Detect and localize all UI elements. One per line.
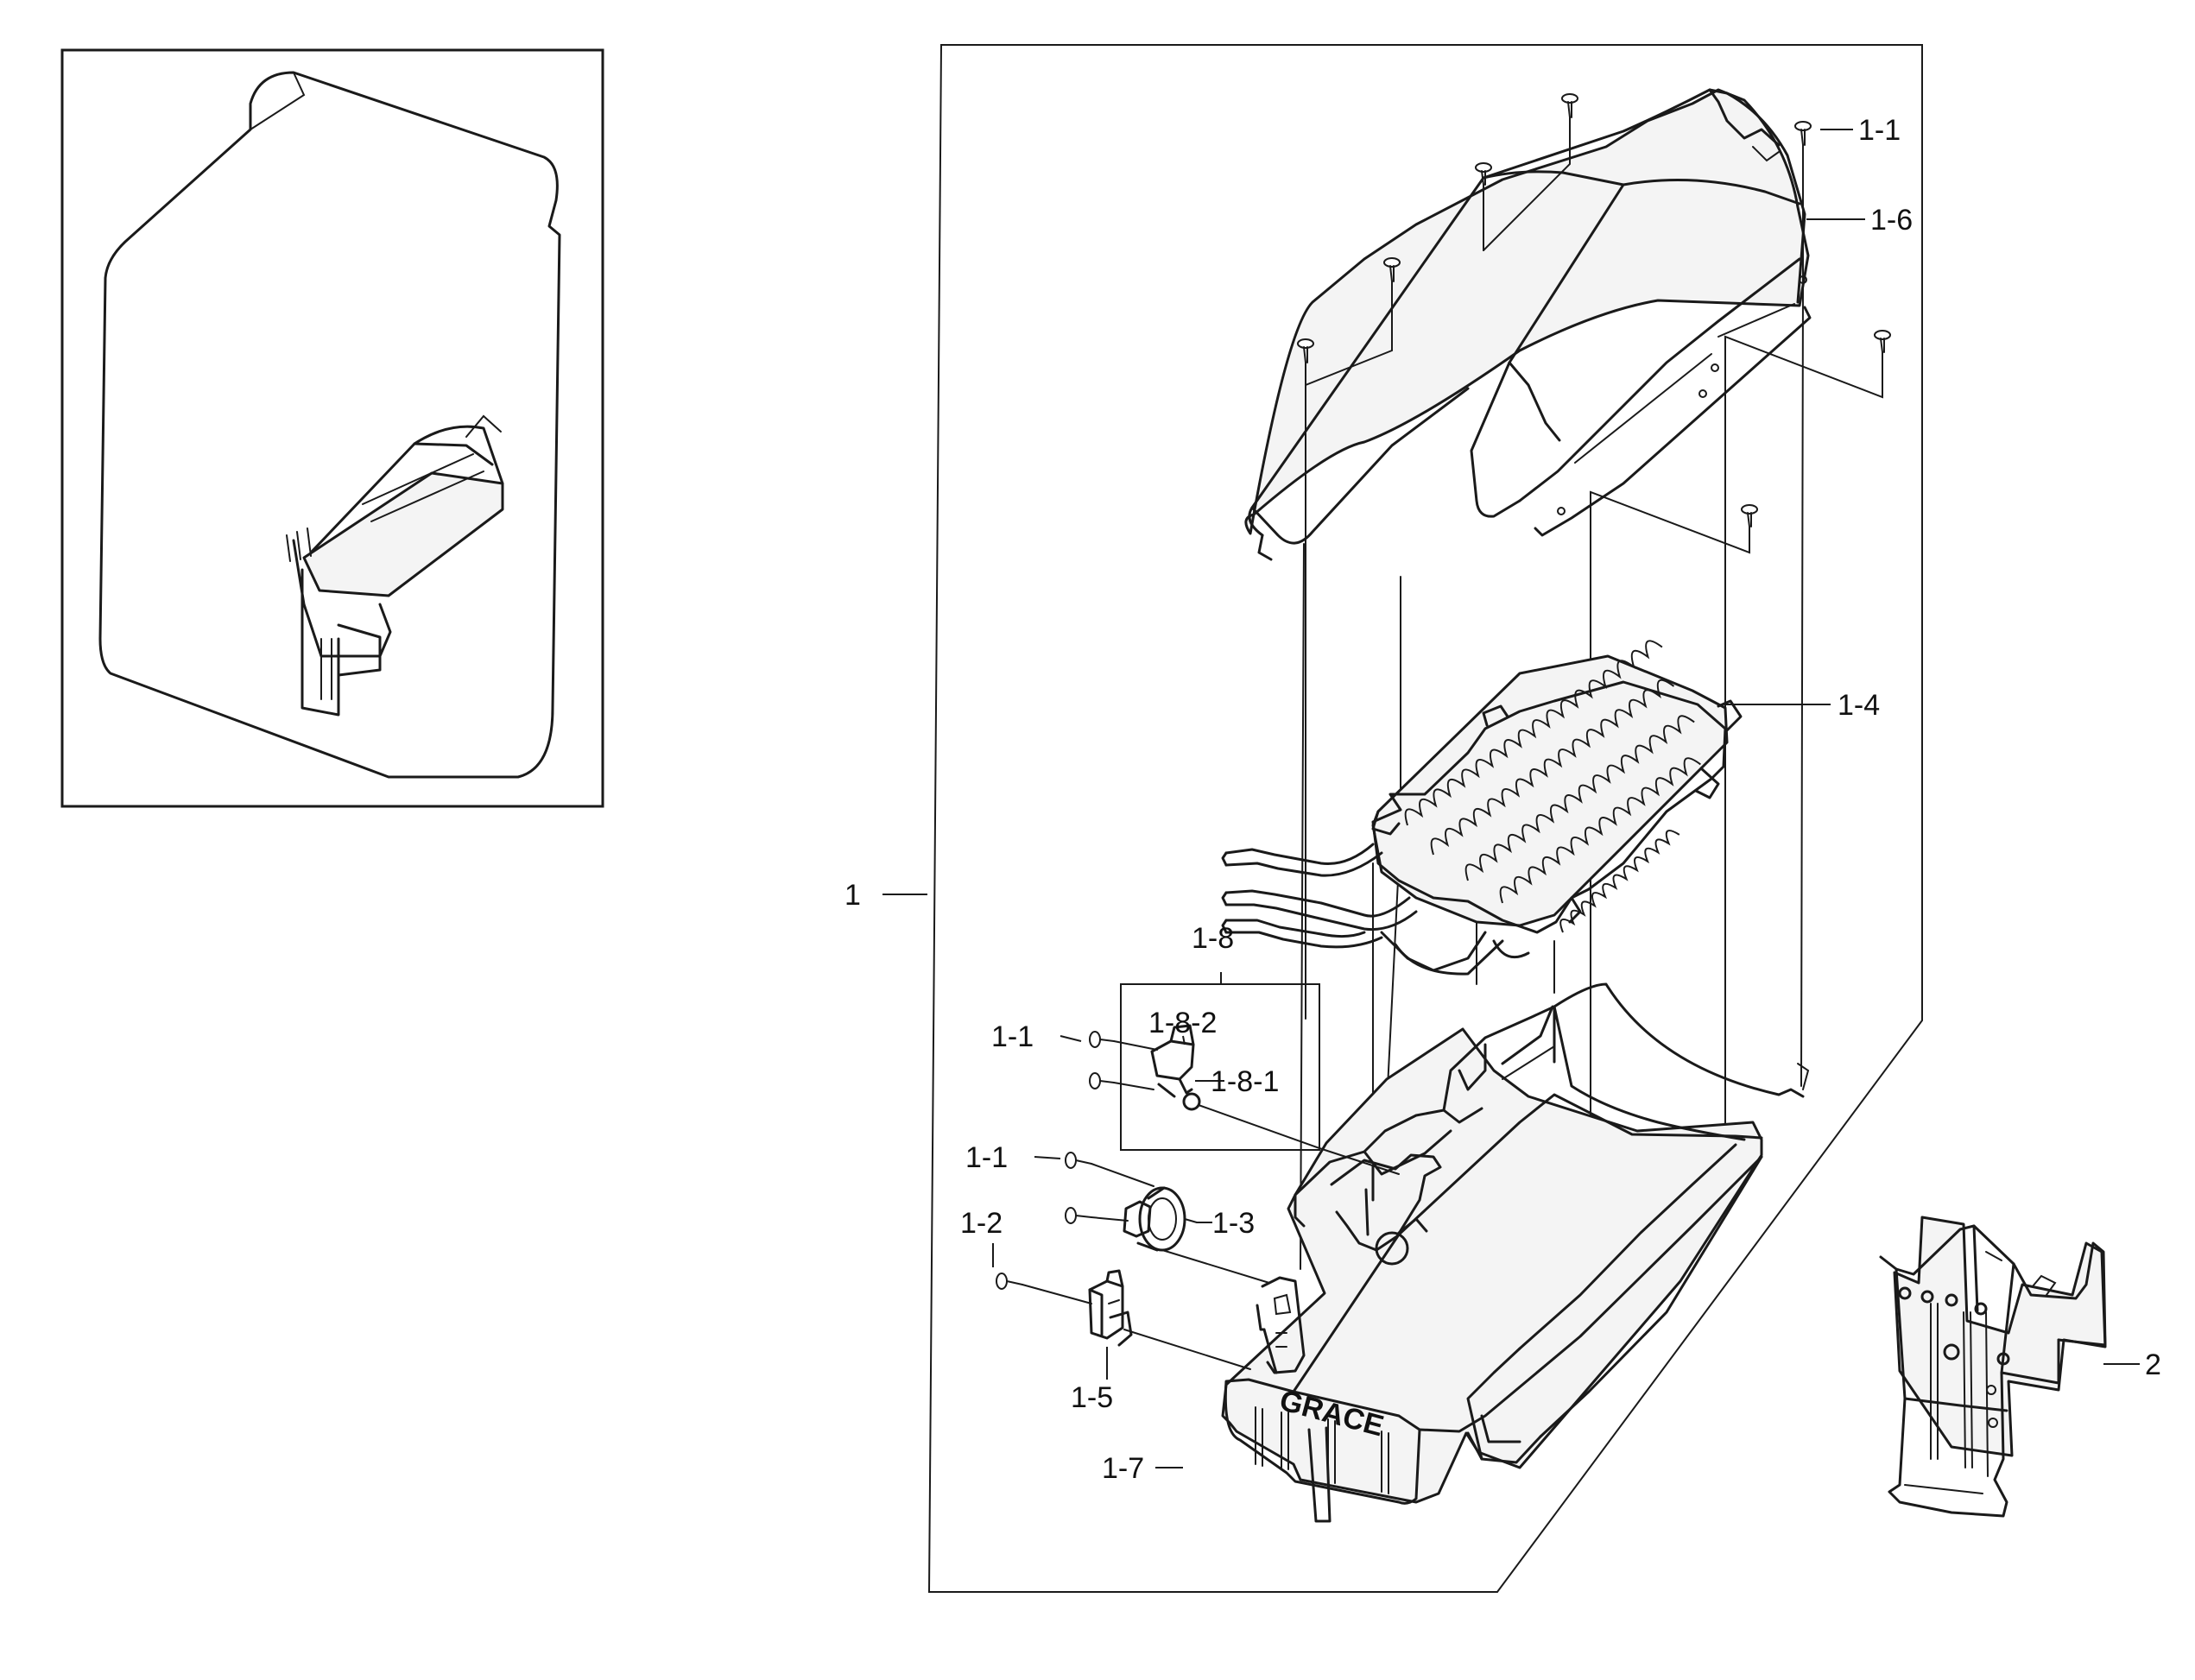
thermal-cutoff-part [1088, 1269, 1133, 1347]
leader-lines [882, 129, 2140, 1468]
heater-cover-top [1244, 88, 1812, 561]
screw-icon [1089, 1031, 1115, 1048]
callout-1: 1 [844, 879, 861, 912]
assembly-1-boundary [927, 44, 1923, 1593]
callout-1-8-2: 1-8-2 [1148, 1007, 1217, 1039]
high-limit-thermostat [1123, 1186, 1198, 1252]
screw-icon [1065, 1207, 1092, 1224]
mounting-bracket-2 [1879, 1216, 2107, 1518]
callout-1-7: 1-7 [1102, 1452, 1144, 1485]
screw-icon [1874, 330, 1891, 353]
callout-1-3: 1-3 [1212, 1207, 1255, 1240]
screws-top [1297, 93, 1891, 527]
location-inset [60, 48, 604, 808]
callout-1-1-top: 1-1 [1858, 114, 1901, 147]
callout-1-8-1: 1-8-1 [1211, 1065, 1279, 1098]
screw-icon [1065, 1152, 1092, 1169]
screw-icon [996, 1273, 1023, 1290]
callout-1-4: 1-4 [1838, 689, 1880, 722]
callout-labels: 1 1-1 1-6 1-4 1-8 1-1 1-8-2 1-8-1 1-1 1-… [844, 114, 2161, 1485]
inset-frame [60, 48, 604, 808]
screw-icon [1741, 504, 1758, 527]
screw-icon [1297, 338, 1314, 363]
heater-element [1221, 640, 1743, 976]
inset-dryer-cabinet [98, 71, 561, 779]
heater-housing: GRACE [1221, 982, 1810, 1523]
thermal-fuse-part [1150, 1024, 1201, 1111]
callout-1-6: 1-6 [1870, 204, 1913, 237]
screw-icon [1561, 93, 1578, 118]
screw-icon [1089, 1072, 1115, 1089]
callout-2: 2 [2145, 1348, 2161, 1381]
screw-icon [1794, 121, 1812, 146]
callout-1-5: 1-5 [1071, 1381, 1113, 1414]
callout-1-1-left-b: 1-1 [965, 1141, 1008, 1174]
callout-1-2: 1-2 [960, 1207, 1003, 1240]
callout-1-1-left-a: 1-1 [991, 1020, 1034, 1053]
inset-cabinet-edge [250, 72, 306, 130]
inset-heater-assembly [286, 414, 504, 717]
callout-1-8: 1-8 [1192, 922, 1234, 955]
screw-icon [1383, 257, 1401, 282]
screw-icon [1475, 162, 1492, 186]
